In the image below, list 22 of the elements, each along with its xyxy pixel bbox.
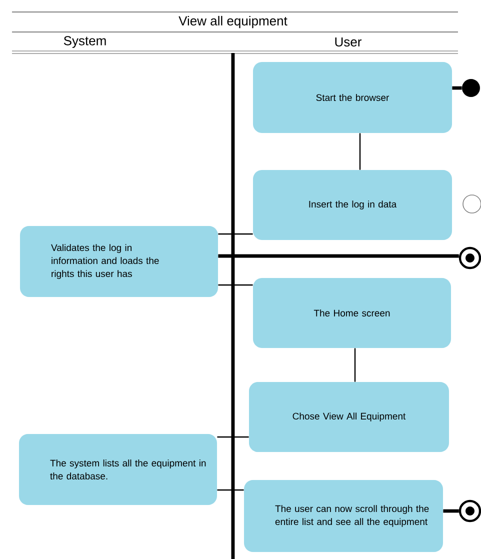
- connector: [359, 133, 361, 170]
- activity-box: Validates the log in information and loads the rights this user has: [20, 226, 218, 297]
- connector: [452, 86, 462, 90]
- activity-box: The system lists all the equipment in the database.: [19, 434, 217, 505]
- end-bullseye: [458, 500, 481, 522]
- lane-header: User: [335, 37, 362, 47]
- activity-box: The Home screen: [253, 278, 451, 348]
- connector: [217, 436, 249, 438]
- connector: [354, 348, 356, 382]
- activity-box: The user can now scroll through the entire list and see all the equipment: [244, 480, 443, 552]
- connector: [443, 509, 459, 513]
- activity-box: Start the browser: [253, 62, 452, 133]
- start-dot: [462, 79, 480, 97]
- title: View all equipment: [178, 16, 288, 28]
- end-bullseye: [458, 246, 481, 270]
- activity-box: Chose View All Equipment: [249, 382, 449, 452]
- activity-box: Insert the log in data: [253, 170, 452, 240]
- connector: [218, 284, 253, 286]
- connector: [218, 254, 459, 258]
- connector: [217, 489, 244, 491]
- connector: [218, 233, 253, 235]
- lane-header: System: [64, 36, 106, 48]
